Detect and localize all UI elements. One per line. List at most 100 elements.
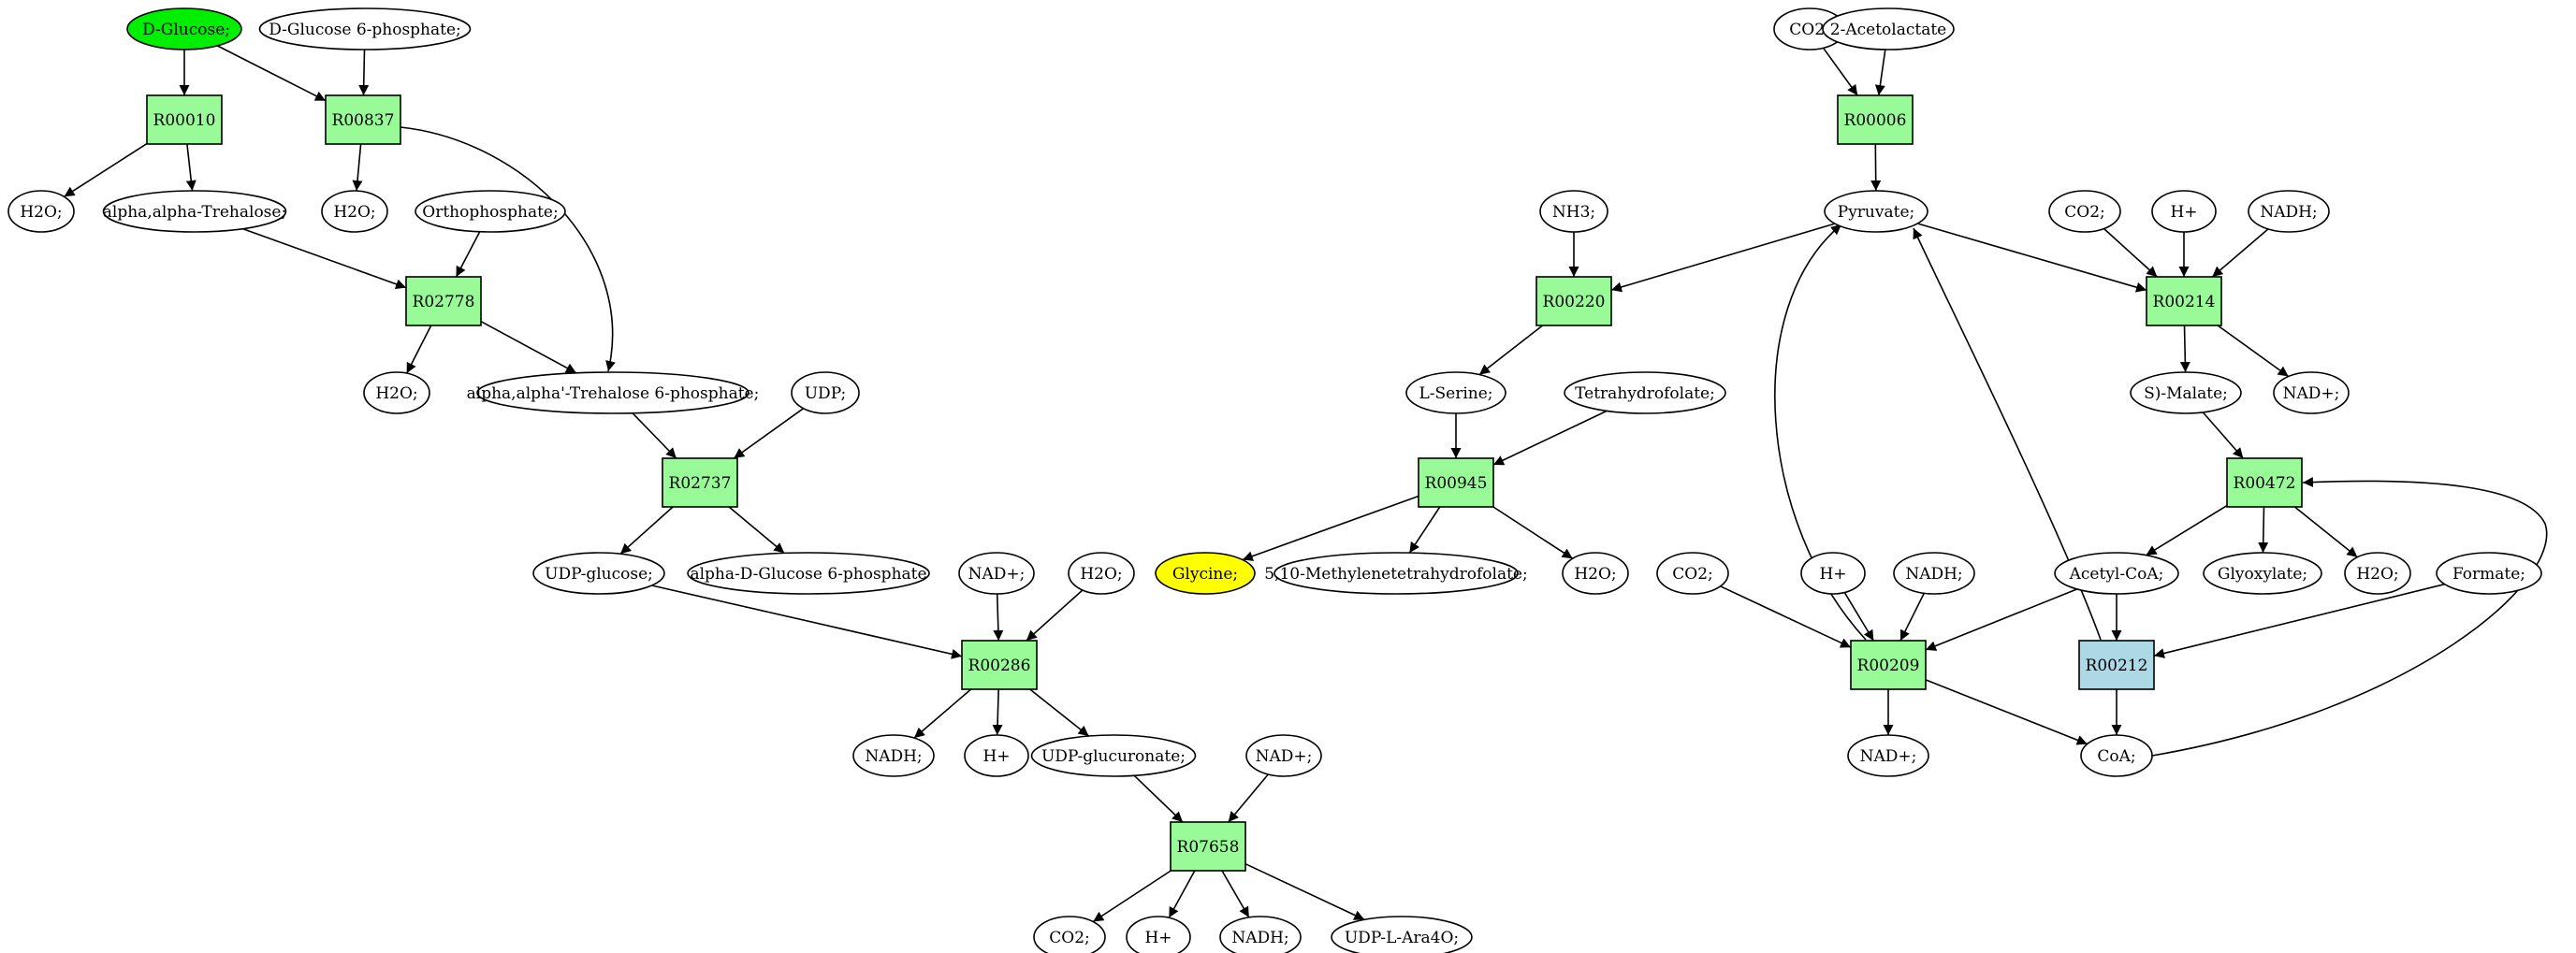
reaction-node[interactable]: R02778 [405,276,482,326]
compound-node[interactable]: NAD+; [1847,734,1929,777]
reaction-node[interactable]: R00220 [1535,276,1612,326]
compound-node[interactable]: S)-Malate; [2130,371,2242,414]
reaction-node[interactable]: R00286 [961,640,1038,690]
compound-node[interactable]: D-Glucose 6-phosphate; [258,7,472,51]
reaction-box [405,276,482,326]
compound-node[interactable]: Formate; [2436,552,2542,595]
compound-node[interactable]: CO2; [1033,916,1106,953]
reaction-box [1837,94,1914,145]
reaction-box [146,94,223,145]
compound-node[interactable]: UDP; [791,371,860,414]
edge-c_nadp_1-to-r_R00286 [993,593,1004,642]
edge-c_smalate-to-r_R00472 [2202,412,2244,459]
reaction-label: R00006 [1844,111,1907,130]
reaction-label: R00220 [1543,293,1606,311]
compound-node[interactable]: H2O; [2344,552,2411,595]
compound-node[interactable]: NAD+; [958,552,1035,595]
compound-ellipse [1331,916,1473,953]
reaction-node[interactable]: R00837 [325,94,401,145]
compound-node[interactable]: H2O; [7,190,75,233]
reaction-node[interactable]: R07658 [1170,821,1246,872]
compound-ellipse [1656,552,1729,595]
reaction-label: R00214 [2153,293,2216,311]
compound-ellipse [2080,734,2153,777]
reaction-label: R00212 [2086,657,2148,675]
compound-node[interactable]: H2O; [363,371,430,414]
compound-node[interactable]: Glycine; [1155,552,1256,595]
compound-node[interactable]: alpha-D-Glucose 6-phosphate [687,552,930,595]
reaction-node[interactable]: R00209 [1850,640,1927,690]
edge-c_formate-to-r_R00212 [2153,583,2445,658]
compound-node[interactable]: NADH; [852,734,935,777]
edge-c_co2_3-to-r_R00209 [1720,585,1852,648]
reaction-label: R07658 [1177,838,1240,857]
compound-node[interactable]: 2-Acetolactate [1822,7,1955,51]
edge-r_R07658-to-c_co2_1 [1092,870,1172,923]
compound-node[interactable]: NAD+; [1245,734,1322,777]
edge-c_pyruvate-to-r_R00214 [1917,223,2147,293]
compound-ellipse [2273,371,2350,414]
compound-label: H+ [2170,203,2197,222]
reaction-node[interactable]: R00472 [2226,457,2303,508]
compound-node[interactable]: UDP-L-Ara4O; [1331,916,1473,953]
compound-node[interactable]: CO2; [1773,7,1846,51]
compound-ellipse [1893,552,1975,595]
compound-node[interactable]: Pyruvate; [1824,190,1928,233]
reaction-box [1850,640,1927,690]
reaction-node[interactable]: R00006 [1837,94,1914,145]
compound-node[interactable]: 5,10-Methylenetetrahydrofolate; [1264,552,1528,595]
compound-label: alpha-D-Glucose 6-phosphate [690,565,926,584]
compound-node[interactable]: L-Serine; [1405,371,1506,414]
compound-ellipse [791,371,860,414]
compound-node[interactable]: UDP-glucose; [532,552,665,595]
compound-node[interactable]: CoA; [2080,734,2153,777]
compound-label: H+ [982,747,1010,766]
reaction-label: R00837 [332,111,395,130]
compound-node[interactable]: H+ [1800,552,1866,595]
edge-r_R00010-to-c_trehalose [185,143,196,192]
edge-layer [64,45,2548,923]
compound-node[interactable]: H2O; [1068,552,1135,595]
edge-c_trehalose-to-r_R02778 [242,227,407,290]
compound-node[interactable]: alpha,alpha'-Trehalose 6-phosphate; [467,371,760,414]
compound-node[interactable]: H+ [964,734,1029,777]
compound-node[interactable]: H2O; [1562,552,1629,595]
compound-ellipse [1405,371,1506,414]
compound-label: H2O; [20,203,62,222]
compound-node[interactable]: NAD+; [2273,371,2350,414]
node-layer: D-Glucose; D-Glucose 6-phosphate; H2O; alph… [7,7,2542,953]
compound-node[interactable]: alpha,alpha-Trehalose; [102,190,287,233]
compound-label: H+ [1819,565,1846,584]
compound-node[interactable]: H2O; [321,190,388,233]
reaction-node[interactable]: R00945 [1418,457,1494,508]
compound-label: 5,10-Methylenetetrahydrofolate; [1264,565,1527,584]
compound-node[interactable]: D-Glucose; [126,7,242,51]
reaction-node[interactable]: R00214 [2146,276,2222,326]
reaction-node[interactable]: R02737 [662,457,738,508]
compound-node[interactable]: CO2; [2048,190,2121,233]
compound-label: NADH; [865,747,922,766]
reaction-node[interactable]: R00010 [146,94,223,145]
compound-label: CoA; [2097,747,2135,766]
compound-node[interactable]: UDP-glucuronate; [1030,734,1197,777]
compound-node[interactable]: Glyoxylate; [2203,552,2322,595]
compound-node[interactable]: NADH; [1893,552,1975,595]
reaction-box [1170,821,1246,872]
reaction-node[interactable]: R00212 [2078,640,2155,690]
reaction-box [662,457,738,508]
edge-r_R00837-to-c_h2o_2 [352,143,363,192]
compound-node[interactable]: Acetyl-CoA; [2054,552,2179,595]
compound-label: D-Glucose 6-phosphate; [269,21,461,39]
compound-ellipse [2436,552,2542,595]
compound-node[interactable]: H+ [2151,190,2217,233]
compound-label: H2O; [375,384,417,403]
edge-r_R00472-to-c_h2o_6 [2293,506,2358,558]
compound-node[interactable]: Tetrahydrofolate; [1564,371,1726,414]
compound-node[interactable]: H+ [1126,916,1191,953]
compound-node[interactable]: NADH; [2248,190,2330,233]
compound-node[interactable]: CO2; [1656,552,1729,595]
compound-node[interactable]: Orthophosphate; [415,190,566,233]
compound-node[interactable]: NADH; [1219,916,1302,953]
compound-ellipse [7,190,75,233]
compound-node[interactable]: NH3; [1539,190,1608,233]
